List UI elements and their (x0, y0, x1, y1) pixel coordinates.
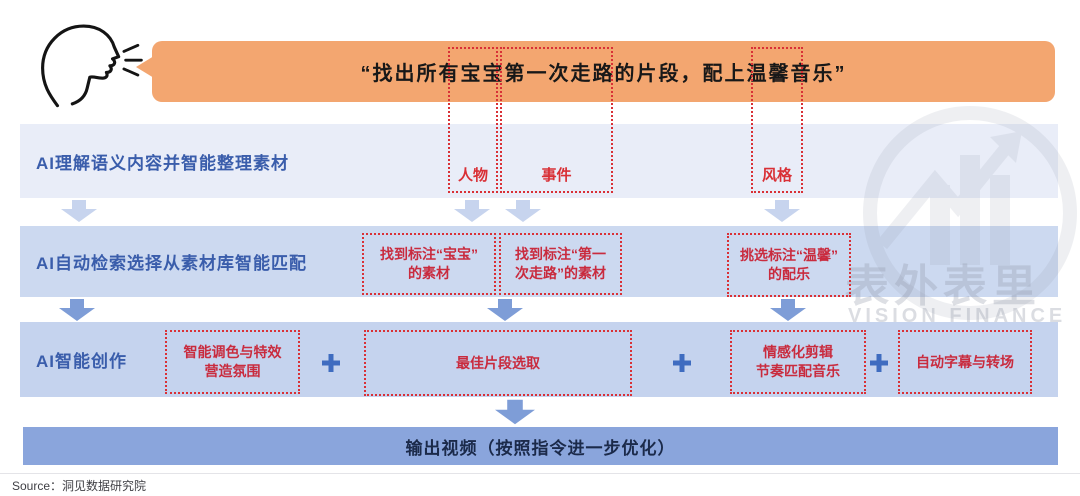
tag-label-style: 风格 (761, 167, 792, 184)
creation-box-emotional-editing: 情感化剪辑 节奏匹配音乐 (730, 330, 866, 394)
tag-label-event: 事件 (541, 167, 572, 184)
down-arrow-icon (487, 299, 523, 321)
step3-label: AI智能创作 (36, 352, 127, 371)
step3-band: AI智能创作 (20, 322, 1058, 397)
down-arrow-icon (61, 200, 97, 222)
down-arrow-icon (59, 299, 95, 321)
down-arrow-icon (505, 200, 541, 222)
creation-box-best-clips: 最佳片段选取 (364, 330, 632, 396)
plus-icon (322, 354, 340, 372)
match-box-baby: 找到标注“宝宝” 的素材 (362, 233, 496, 295)
plus-icon (673, 354, 691, 372)
keyword-highlight-event: 事件 (500, 47, 613, 193)
plus-icon (870, 354, 888, 372)
output-label: 输出视频（按照指令进一步优化） (405, 438, 676, 458)
step2-label: AI自动检索选择从素材库智能匹配 (36, 254, 307, 273)
speech-bubble: “找出所有宝宝第一次走路的片段，配上温馨音乐” (152, 41, 1055, 102)
divider-line (0, 473, 1080, 474)
voice-command-text: “找出所有宝宝第一次走路的片段，配上温馨音乐” (360, 63, 847, 85)
speech-bubble-tail (136, 56, 154, 78)
output-bar: 输出视频（按照指令进一步优化） (23, 427, 1058, 465)
source-attribution: Source：洞见数据研究院 (12, 479, 147, 493)
down-arrow-icon (495, 399, 535, 425)
down-arrow-icon (454, 200, 490, 222)
speaking-person-icon (41, 24, 143, 108)
step2-band: AI自动检索选择从素材库智能匹配 (20, 226, 1058, 297)
keyword-highlight-person: 人物 (448, 47, 498, 193)
creation-box-color-grading: 智能调色与特效 营造氛围 (165, 330, 300, 394)
step1-band: AI理解语义内容并智能整理素材 (20, 124, 1058, 198)
match-box-warm-music: 挑选标注“温馨” 的配乐 (727, 233, 851, 297)
creation-box-subtitles-transitions: 自动字幕与转场 (898, 330, 1032, 394)
down-arrow-icon (770, 299, 806, 321)
tag-label-person: 人物 (457, 167, 488, 184)
keyword-highlight-style: 风格 (751, 47, 803, 193)
match-box-first-walk: 找到标注“第一 次走路”的素材 (499, 233, 622, 295)
step1-label: AI理解语义内容并智能整理素材 (36, 153, 289, 173)
down-arrow-icon (764, 200, 800, 222)
